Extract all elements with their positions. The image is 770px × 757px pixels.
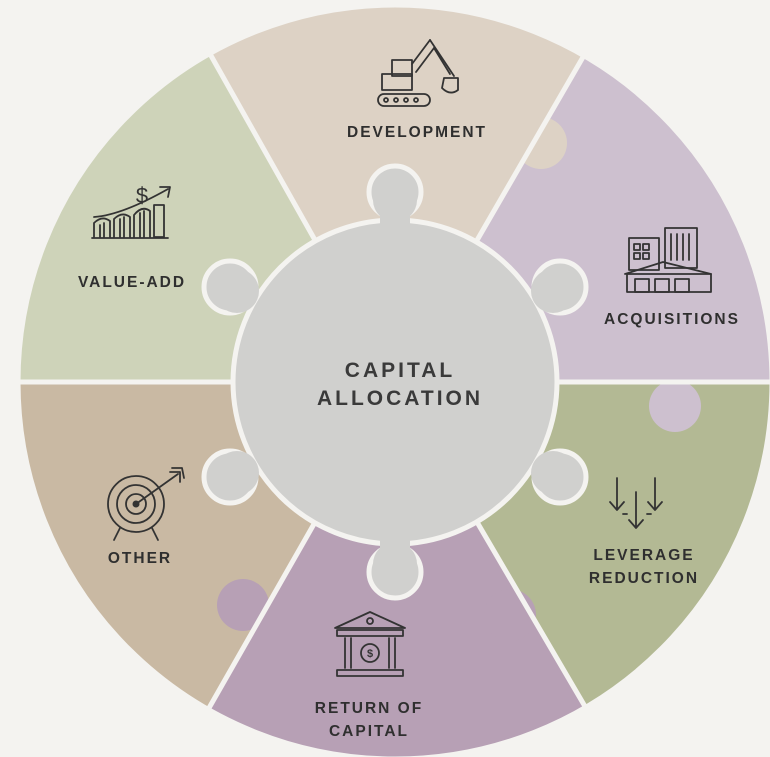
center-piece-inner — [215, 178, 575, 586]
outer-edge — [17, 4, 770, 757]
label-leverage-reduction-line2: REDUCTION — [589, 570, 699, 587]
knob-roc-into-lev — [484, 589, 536, 641]
bank-icon: $ — [334, 611, 406, 677]
excavator-icon — [377, 39, 459, 107]
label-value-add: VALUE-ADD — [78, 274, 186, 291]
knob-valueadd-into-other — [102, 330, 154, 382]
growth-chart-icon: $ — [91, 183, 171, 239]
label-acquisitions: ACQUISITIONS — [604, 311, 740, 328]
knob-acq-into-lev — [649, 380, 701, 432]
bank-dollar-sign: $ — [367, 648, 373, 660]
center-title-line1: CAPITAL — [345, 359, 455, 382]
label-return-of-capital-line1: RETURN OF — [315, 700, 423, 717]
target-icon — [107, 467, 185, 541]
center-title-line2: ALLOCATION — [317, 387, 483, 410]
label-return-of-capital-line2: CAPITAL — [329, 723, 409, 740]
knob-roc-into-other — [217, 579, 269, 631]
down-arrows-icon — [609, 477, 663, 529]
knob-dev-into-valueadd — [270, 110, 322, 162]
label-other: OTHER — [108, 550, 172, 567]
label-leverage-reduction-line1: LEVERAGE — [593, 547, 694, 564]
buildings-icon — [624, 227, 712, 293]
label-development: DEVELOPMENT — [347, 124, 487, 141]
